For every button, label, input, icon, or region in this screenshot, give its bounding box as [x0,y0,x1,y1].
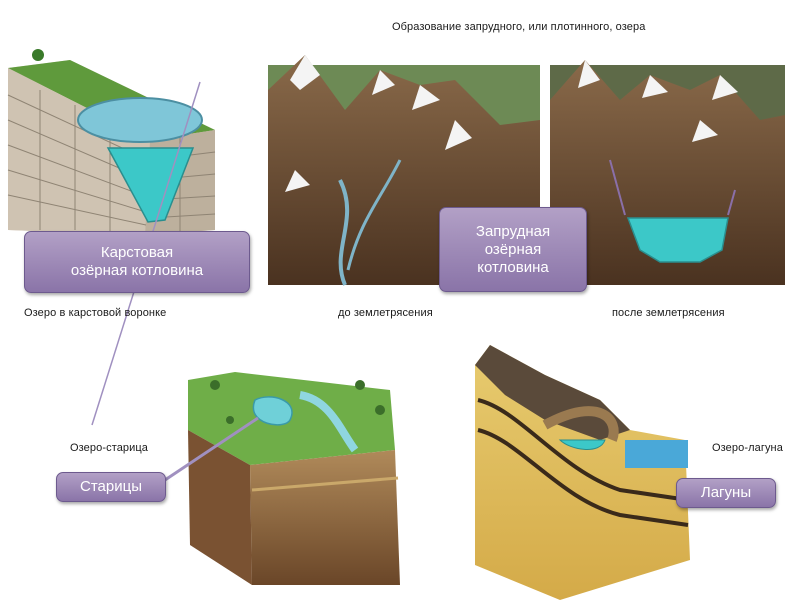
karst-callout: Карстовая озёрная котловина [24,231,250,293]
lagoon-callout: Лагуны [676,478,776,508]
dam-callout-line-1: Запрудная [475,222,551,240]
dam-callout-line-3: котловина [477,258,549,276]
karst-callout-line-2: озёрная котловина [70,262,204,279]
karst-block-diagram [7,49,216,235]
after-earthquake-caption: после землетрясения [612,307,725,319]
dam-callout-line-2: озёрная [484,240,542,258]
before-earthquake-caption: до землетрясения [338,307,433,319]
oxbow-pointer-line [164,416,259,482]
mountains-after [550,60,785,285]
oxbow-caption: Озеро-старица [70,442,149,454]
diagram-title: Образование запрудного, или плотинного, … [392,21,646,33]
karst-callout-line-1: Карстовая [100,244,174,261]
dam-callout: Запрудная озёрная котловина [439,207,587,292]
lagoon-block-diagram [475,345,690,600]
lagoon-caption: Озеро-лагуна [712,442,783,454]
oxbow-block-diagram [188,372,400,585]
oxbow-callout: Старицы [56,472,166,502]
karst-caption: Озеро в карстовой воронке [24,307,167,319]
